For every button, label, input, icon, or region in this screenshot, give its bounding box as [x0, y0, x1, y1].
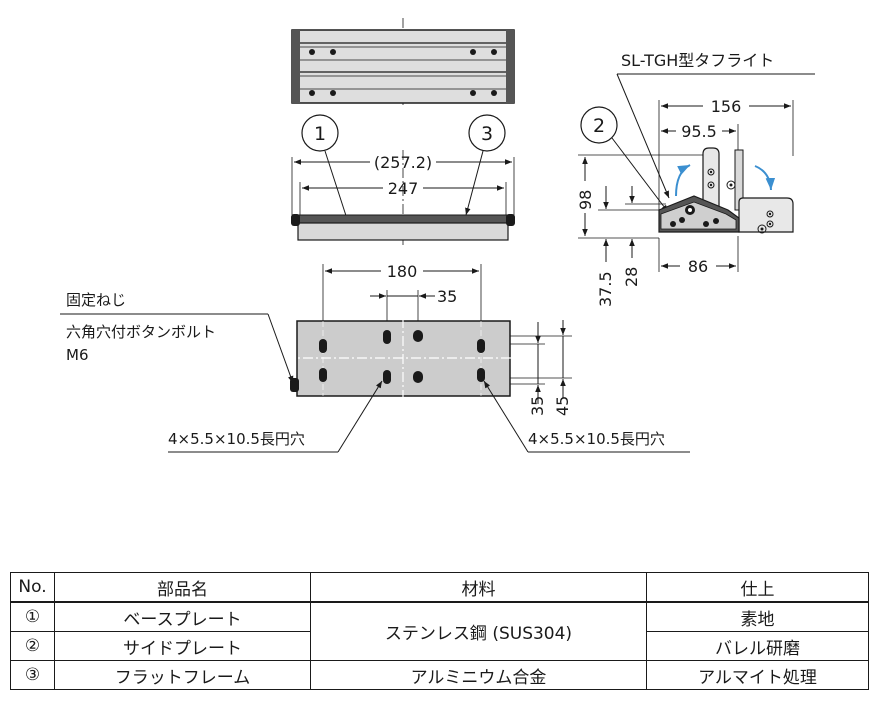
row-no: ① — [10, 601, 55, 632]
dim-98: 98 — [576, 190, 595, 210]
row-part-name: サイドプレート — [54, 631, 311, 661]
base-plate-profile — [297, 222, 509, 241]
top-view-right-end — [506, 30, 514, 103]
dim-hole-pitch-narrow: 35 — [437, 287, 457, 306]
header-part-name: 部品名 — [54, 572, 311, 603]
dim-86: 86 — [688, 257, 708, 276]
dim-hole-vertical-45: 45 — [553, 396, 572, 416]
base-view: 180 35 35 45 — [60, 262, 690, 453]
slotted-holes — [319, 330, 485, 384]
callout-3-label: 3 — [481, 123, 493, 145]
row-material: アルミニウム合金 — [310, 660, 647, 690]
row-material-shared: ステンレス鋼 (SUS304) — [310, 601, 647, 661]
top-view-bolts — [309, 49, 497, 96]
technical-drawing: 1 3 (257.2) 247 180 35 — [60, 18, 815, 453]
row-finish: アルマイト処理 — [646, 660, 869, 690]
dim-156: 156 — [711, 97, 742, 116]
side-view: SL-TGH型タフライト 2 156 95.5 — [576, 51, 815, 307]
flat-frame-profile — [297, 214, 509, 224]
rotate-left-arrow — [675, 164, 691, 197]
parts-table: No. 部品名 材料 仕上 ① ベースプレート ステンレス鋼 (SUS304) … — [10, 572, 869, 690]
dim-inner-width: 247 — [388, 179, 419, 198]
row-finish: バレル研磨 — [646, 631, 869, 661]
table-row: ③ フラットフレーム アルミニウム合金 アルマイト処理 — [10, 660, 869, 690]
row-part-name: フラットフレーム — [54, 660, 311, 690]
top-view — [291, 18, 515, 108]
header-no: No. — [10, 572, 55, 603]
fixing-screw — [290, 378, 299, 392]
callout-1: 1 — [301, 114, 351, 229]
row-finish: 素地 — [646, 601, 869, 632]
top-view-frame — [291, 29, 515, 104]
dim-outer-width: (257.2) — [374, 153, 432, 172]
table-row: ① ベースプレート ステンレス鋼 (SUS304) 素地 — [10, 601, 869, 661]
callout-1-label: 1 — [314, 123, 326, 145]
slot-label-right: 4×5.5×10.5長円穴 — [528, 430, 665, 448]
slot-label-left: 4×5.5×10.5長円穴 — [168, 430, 305, 448]
callout-2-circle — [580, 106, 618, 144]
dim-hole-vertical-35: 35 — [528, 396, 547, 416]
upright-arm — [702, 147, 720, 213]
rotate-right-arrow — [754, 165, 776, 191]
dim-37-5: 37.5 — [596, 271, 615, 307]
screw-label-line2: 六角穴付ボタンボルト — [66, 323, 216, 341]
dim-95-5: 95.5 — [681, 122, 717, 141]
dim-28: 28 — [622, 267, 641, 287]
row-part-name: ベースプレート — [54, 601, 311, 632]
folded-arm — [738, 197, 794, 233]
screw-label-line1: 固定ねじ — [66, 291, 126, 309]
header-material: 材料 — [310, 572, 647, 603]
row-no: ③ — [10, 660, 55, 690]
row-no: ② — [10, 631, 55, 661]
front-view: (257.2) 247 — [291, 150, 515, 245]
product-label: SL-TGH型タフライト — [621, 51, 774, 70]
header-finish: 仕上 — [646, 572, 869, 603]
top-view-left-end — [292, 30, 300, 103]
dim-hole-pitch-wide: 180 — [387, 262, 418, 281]
callout-2-label: 2 — [593, 115, 605, 137]
screw-label-line3: M6 — [66, 346, 89, 364]
parts-table-header: No. 部品名 材料 仕上 — [10, 572, 869, 603]
callout-3: 3 — [465, 114, 506, 216]
